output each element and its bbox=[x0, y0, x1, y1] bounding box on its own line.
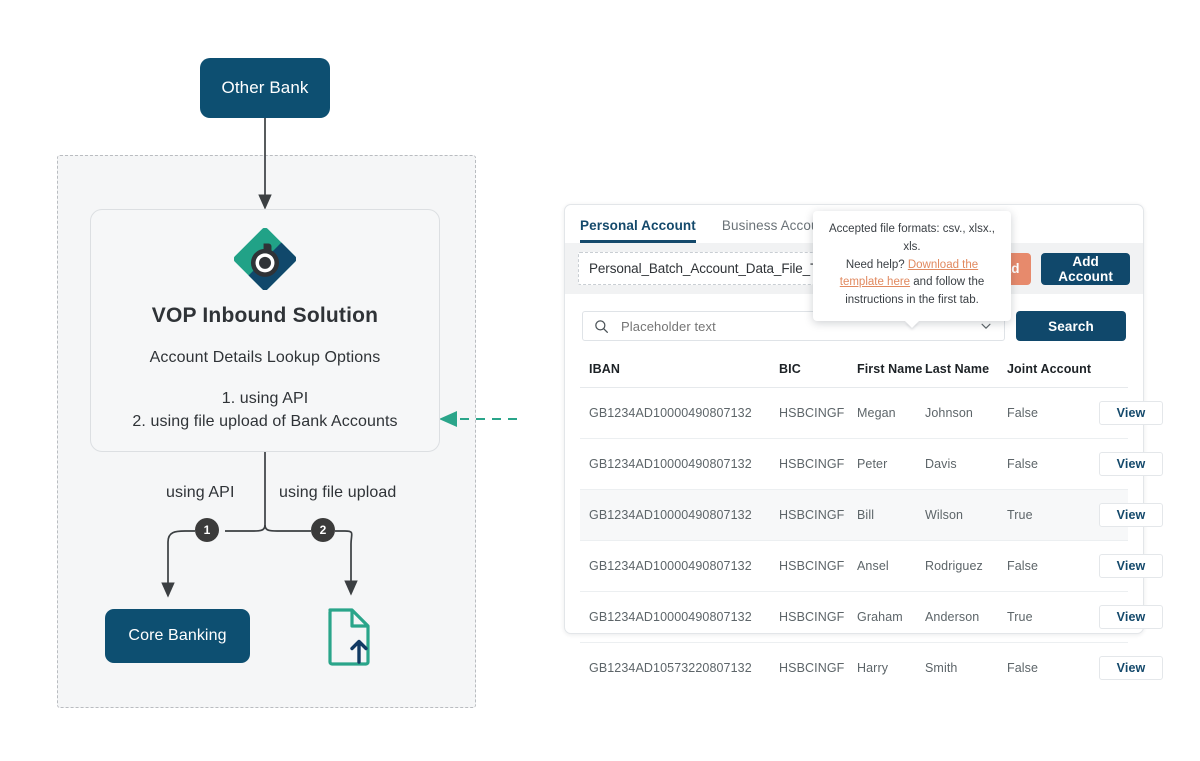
node-other-bank[interactable]: Other Bank bbox=[200, 58, 330, 118]
cell-bic: HSBCINGF bbox=[779, 661, 845, 675]
cell-first-name: Graham bbox=[857, 591, 925, 643]
add-account-button[interactable]: Add Account bbox=[1041, 252, 1130, 285]
view-button[interactable]: View bbox=[1099, 401, 1163, 425]
cell-actions: View bbox=[1099, 489, 1163, 541]
vop-option-2: 2. using file upload of Bank Accounts bbox=[132, 413, 398, 431]
column-header-joint-account: Joint Account bbox=[1007, 341, 1099, 388]
vop-solution-card: VOP Inbound Solution Account Details Loo… bbox=[90, 209, 440, 452]
cell-actions: View bbox=[1099, 591, 1163, 643]
cell-joint-account: False bbox=[1007, 540, 1099, 592]
accounts-table: IBAN BIC First Name Last Name Joint Acco… bbox=[580, 341, 1163, 694]
cell-iban: GB1234AD10000490807132 bbox=[580, 591, 779, 643]
account-type-tabs: Personal Account Business Account bbox=[565, 205, 1143, 243]
view-button[interactable]: View bbox=[1099, 605, 1163, 629]
cell-last-name: Anderson bbox=[925, 591, 1007, 643]
vop-title: VOP Inbound Solution bbox=[151, 304, 379, 327]
column-header-last-name: Last Name bbox=[925, 341, 1007, 388]
cell-joint-account: True bbox=[1007, 489, 1099, 541]
cell-last-name: Johnson bbox=[925, 387, 1007, 439]
bottomline-b-logo-icon bbox=[234, 228, 296, 290]
tab-personal-account[interactable]: Personal Account bbox=[580, 218, 696, 243]
cell-first-name: Harry bbox=[857, 661, 889, 675]
column-header-iban: IBAN bbox=[580, 341, 779, 388]
column-header-first-name: First Name bbox=[857, 341, 925, 388]
file-upload-icon bbox=[328, 608, 370, 666]
view-button[interactable]: View bbox=[1099, 656, 1163, 680]
cell-bic: HSBCINGF bbox=[779, 540, 857, 592]
cell-bic: HSBCINGF bbox=[779, 438, 857, 490]
cell-bic: HSBCINGF bbox=[779, 387, 857, 439]
cell-iban: GB1234AD10000490807132 bbox=[580, 387, 779, 439]
vop-subtitle: Account Details Lookup Options bbox=[149, 349, 381, 366]
cell-first-name: Megan bbox=[857, 387, 925, 439]
cell-actions: View bbox=[1099, 540, 1163, 592]
cell-joint-account: False bbox=[1007, 387, 1099, 439]
cell-joint-account: False bbox=[1007, 661, 1039, 675]
column-header-bic: BIC bbox=[779, 341, 857, 388]
search-button[interactable]: Search bbox=[1016, 311, 1126, 341]
cell-actions: View bbox=[1099, 387, 1163, 439]
cell-first-name: Ansel bbox=[857, 540, 925, 592]
edge-label-using-api: using API bbox=[166, 484, 235, 501]
cell-actions: View bbox=[1099, 438, 1163, 490]
cell-iban: GB1234AD10000490807132 bbox=[580, 540, 779, 592]
node-other-bank-label: Other Bank bbox=[221, 78, 309, 97]
search-text-input[interactable] bbox=[619, 317, 968, 335]
cell-actions: View bbox=[1099, 643, 1163, 694]
cell-joint-account: False bbox=[1007, 438, 1099, 490]
vop-options: 1. using API 2. using file upload of Ban… bbox=[132, 387, 397, 433]
flow-diagram: Other Bank bbox=[0, 0, 520, 761]
cell-bic: HSBCINGF bbox=[779, 489, 857, 541]
view-button[interactable]: View bbox=[1099, 554, 1163, 578]
cell-bic: HSBCINGF bbox=[779, 591, 857, 643]
table-header-row: IBAN BIC First Name Last Name Joint Acco… bbox=[580, 341, 1128, 388]
file-format-tooltip: Accepted file formats: csv., xlsx., xls.… bbox=[813, 211, 1011, 322]
edge-label-using-file-upload: using file upload bbox=[279, 484, 397, 501]
tab-business-account[interactable]: Business Account bbox=[721, 218, 831, 233]
cell-iban: GB1234AD10000490807132 bbox=[580, 438, 779, 490]
node-core-banking-label: Core Banking bbox=[128, 627, 227, 644]
tooltip-line-2-suffix: and follow the instructions in the first… bbox=[845, 276, 985, 307]
download-template-link[interactable]: Download the template here bbox=[839, 258, 979, 289]
view-button[interactable]: View bbox=[1099, 452, 1163, 476]
view-button[interactable]: View bbox=[1099, 503, 1163, 527]
chevron-down-icon[interactable] bbox=[977, 318, 994, 335]
step-badge-1: 1 bbox=[195, 518, 219, 542]
cell-last-name: Davis bbox=[925, 438, 1007, 490]
node-core-banking[interactable]: Core Banking bbox=[105, 609, 250, 663]
cell-joint-account: True bbox=[1007, 591, 1099, 643]
cell-last-name: Wilson bbox=[925, 489, 1007, 541]
cell-first-name: Bill bbox=[857, 489, 925, 541]
table-row[interactable]: GB1234AD10573220807132 HSBCINGF Harry Smith… bbox=[580, 643, 1163, 694]
accounts-panel: Personal Account Business Account Person… bbox=[564, 204, 1163, 680]
tooltip-line-1: Accepted file formats: csv., xlsx., xls. bbox=[829, 223, 995, 253]
column-header-actions bbox=[1099, 341, 1128, 388]
vop-option-1: 1. using API bbox=[221, 390, 309, 407]
cell-first-name: Peter bbox=[857, 438, 925, 490]
step-badge-2: 2 bbox=[311, 518, 335, 542]
search-icon bbox=[593, 318, 610, 335]
file-upload-toolbar: Personal_Batch_Account_Data_File_Templat… bbox=[565, 211, 1143, 322]
cell-last-name: Smith bbox=[925, 661, 958, 675]
cell-last-name: Rodriguez bbox=[925, 540, 1007, 592]
cell-iban: GB1234AD10573220807132 bbox=[589, 661, 752, 675]
cell-iban: GB1234AD10000490807132 bbox=[580, 489, 779, 541]
tooltip-line-2-prefix: Need help? bbox=[845, 258, 908, 271]
